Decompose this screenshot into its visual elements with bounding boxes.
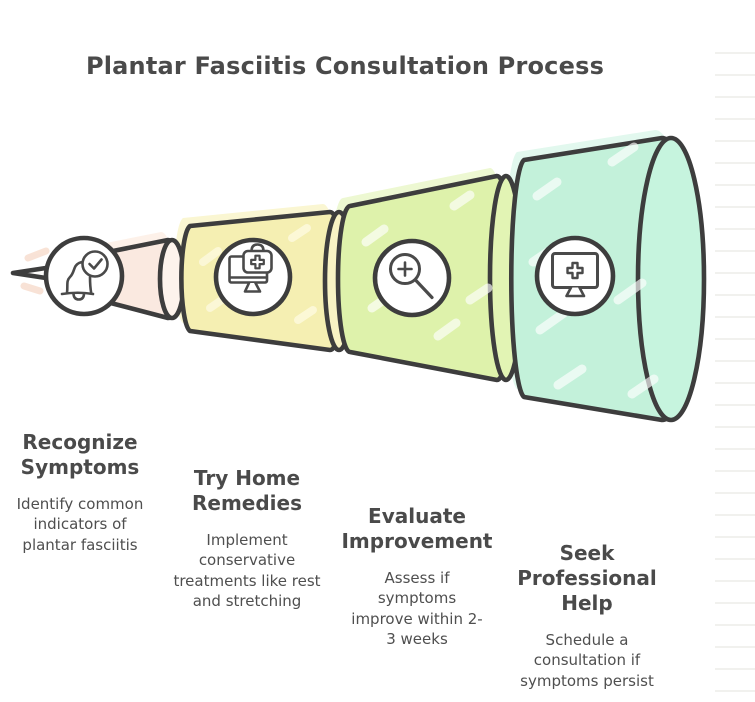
streak	[361, 224, 389, 247]
step-4-description: Schedule a consultation if symptoms pers…	[520, 631, 654, 690]
streak	[532, 177, 562, 201]
streak	[607, 142, 639, 167]
step-1-icon-circle	[43, 235, 125, 317]
streak	[20, 282, 44, 295]
monitor-first-aid-icon	[228, 243, 273, 293]
step-3-heading: Evaluate Improvement	[341, 504, 493, 553]
monitor-cross-icon	[551, 252, 599, 298]
step-4-heading: Seek Professional Help	[517, 541, 657, 615]
streak	[433, 318, 461, 341]
streak	[199, 247, 222, 266]
streak	[627, 374, 659, 399]
page-title: Plantar Fasciitis Consultation Process	[85, 52, 605, 80]
step-2-description: Implement conservative treatments like r…	[173, 531, 321, 610]
step-3-text-block: Evaluate Improvement Assess if symptoms …	[332, 504, 502, 649]
step-1-description: Identify common indicators of plantar fa…	[16, 495, 144, 554]
streak	[294, 306, 317, 324]
streak	[535, 308, 569, 335]
streak	[449, 190, 475, 211]
step-2-text-block: Try Home Remedies Implement conservative…	[167, 466, 327, 611]
step-2-heading: Try Home Remedies	[191, 466, 302, 515]
streak	[465, 283, 493, 305]
streak	[24, 247, 50, 262]
sketch-highlights	[20, 142, 659, 399]
step-4-text-block: Seek Professional Help Schedule a consul…	[512, 541, 662, 691]
background-ruled-lines	[715, 52, 755, 702]
step-1-text-block: Recognize Symptoms Identify common indic…	[5, 430, 155, 555]
bell-check-icon	[60, 250, 109, 301]
streak	[288, 224, 311, 242]
segment-4-cap	[635, 135, 707, 423]
streak	[553, 364, 587, 390]
step-1-heading: Recognize Symptoms	[20, 430, 140, 479]
magnifier-plus-icon	[389, 253, 434, 300]
streak	[613, 278, 647, 305]
step-3-description: Assess if symptoms improve within 2-3 we…	[351, 569, 483, 648]
step-icons	[60, 243, 599, 301]
